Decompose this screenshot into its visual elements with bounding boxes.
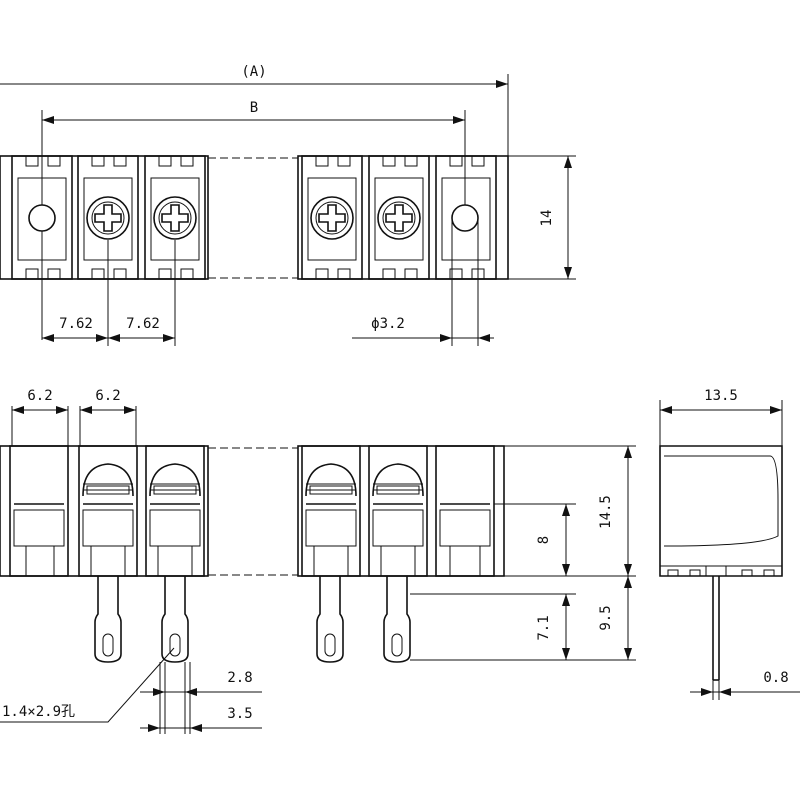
slot-hole-label: 1.4×2.9孔	[2, 704, 75, 720]
arrowhead-icon	[496, 80, 508, 88]
phillips-screw-icon	[153, 196, 197, 240]
side-view	[659, 400, 800, 700]
top-view	[0, 74, 576, 346]
pin-width-outer-label: 3.5	[227, 706, 252, 722]
hole-icon	[28, 204, 56, 232]
phillips-screw-icon	[310, 196, 354, 240]
front-view	[0, 406, 636, 734]
pitch-b-label: B	[250, 100, 258, 116]
inner-height-label: 8	[536, 536, 552, 544]
pitch-2-label: 7.62	[126, 316, 160, 332]
pin-length-label: 9.5	[598, 605, 614, 630]
body-height-label: 14.5	[598, 495, 614, 529]
height-14-label: 14	[539, 210, 555, 227]
overall-length-label: (A)	[241, 64, 266, 80]
pin-thickness-label: 0.8	[763, 670, 788, 686]
side-width-label: 13.5	[704, 388, 738, 404]
hole-diameter-label: ϕ3.2	[371, 316, 405, 332]
pin-slot-length-label: 7.1	[536, 615, 552, 640]
pin-width-label: 2.8	[227, 670, 252, 686]
hole-icon	[451, 204, 479, 232]
front-width-2-label: 6.2	[95, 388, 120, 404]
phillips-screw-icon	[377, 196, 421, 240]
phillips-screw-icon	[86, 196, 130, 240]
pitch-1-label: 7.62	[59, 316, 93, 332]
front-width-1-label: 6.2	[27, 388, 52, 404]
